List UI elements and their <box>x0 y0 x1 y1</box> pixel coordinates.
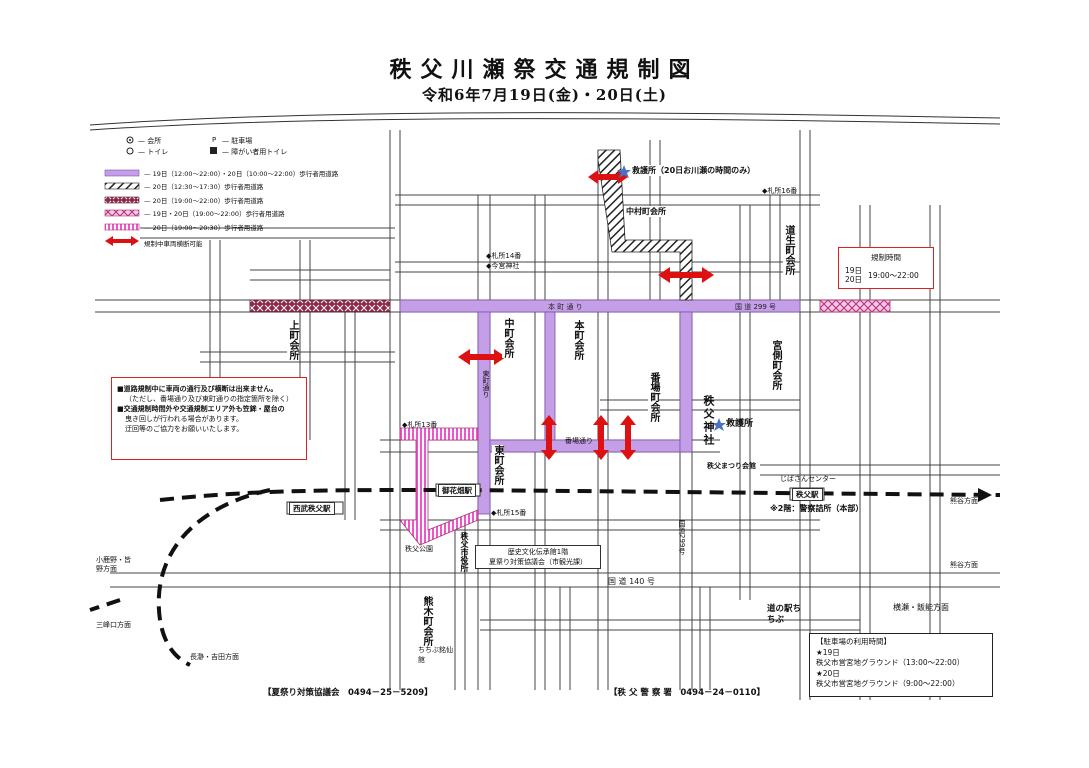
direction-east-2: 熊谷方面 <box>950 561 978 569</box>
history-hall-box: 歴史文化伝承館1階 夏祭り対策協議会（市観光課） <box>475 545 601 569</box>
arrow-4 <box>541 415 557 460</box>
fudasho-16: ◆札所16番 <box>762 187 798 195</box>
hatch-zone <box>597 149 693 301</box>
notice-line-5: 迂回等のご協力をお願いいたします。 <box>125 425 244 433</box>
fudasho-15: ◆札所15番 <box>491 509 527 517</box>
map-title: 秩父川瀬祭交通規制図 <box>389 57 700 83</box>
hall-nakamachi: 中町会所 <box>502 318 513 358</box>
meisenkan: ちちぶ銘仙館 <box>418 646 453 664</box>
direction-mitsumine: 三峰口方面 <box>96 621 131 629</box>
history-hall: 歴史文化伝承館1階 <box>507 548 569 556</box>
notice-line-1: ■道路規制中に車両の通行及び横断は出来ません。 <box>117 385 278 393</box>
map-subtitle: 令和6年7月19日(金)・20日(土) <box>421 86 667 104</box>
chichibu-station: 秩父駅 <box>792 488 823 501</box>
first-aid-1: 救護所（20日お川瀬の時間のみ） <box>632 165 756 176</box>
arrow-5 <box>593 415 609 460</box>
crossing-arrows <box>458 170 714 460</box>
jibasan-center: じばさんセンター <box>780 475 836 483</box>
legend-maroon: — 20日（19:00～22:00）歩行者用道路 <box>144 197 264 205</box>
notice-line-3: ■交通規制時間外や交通規制エリア外も笠鉾・屋台の <box>117 405 285 413</box>
direction-nagatoro: 長瀞・吉田方面 <box>190 653 239 661</box>
callout-title: 規制時間 <box>871 253 901 262</box>
pinkx-zone <box>819 299 891 313</box>
parking-info-box: 【駐車場の利用時間】 ★19日 秩父市営宮地グラウンド（13:00～22:00）… <box>809 633 993 697</box>
notice-line-4: 曳き回しが行われる場合があります。 <box>125 415 243 423</box>
legend-parking: — 駐車場 <box>222 137 253 145</box>
arrow-1 <box>588 170 628 184</box>
city-office: 秩父市役所 <box>460 532 469 572</box>
purple-zone-higashimachi <box>477 311 491 515</box>
arrow-3 <box>458 349 506 365</box>
callout-time: 19:00～22:00 <box>868 270 919 280</box>
fudasho-13: ◆札所13番 <box>402 421 438 429</box>
callout-day1: 19日 <box>845 266 863 275</box>
maroon-zone <box>249 299 391 313</box>
svg-text:国 道 140 号: 国 道 140 号 <box>608 576 655 586</box>
ohanabatake-station: 御花畑駅 <box>438 484 476 497</box>
legend-pinkstripe: — 20日（19:00～20:30）歩行者用道路 <box>144 224 264 232</box>
hall-miyagawa: 宮側町会所 <box>770 340 781 390</box>
higashimachi-street: 東町通り <box>482 370 490 398</box>
chichibu-park: 秩父公園 <box>405 545 433 553</box>
pinkstripe-zone <box>399 427 479 546</box>
chichibu-shrine: 秩父神社 <box>702 395 715 447</box>
arrow-6 <box>620 415 636 460</box>
chichibu-park-east: 横瀬・飯能方面 <box>893 603 949 612</box>
parking-line-3: ★20日 <box>816 668 840 678</box>
hall-nakamura: 中村町会所 <box>626 206 666 217</box>
parking-line-4: 秩父市営宮地グラウンド（9:00～22:00） <box>816 679 960 688</box>
svg-text:本 町 通 り: 本 町 通 り <box>548 302 583 311</box>
hall-bambamachi: 番場町会所 <box>648 372 659 422</box>
police-post-note: ※2階：警察詰所（本部） <box>770 504 864 513</box>
michinoeki: 道の駅ちちぶ <box>767 604 802 625</box>
direction-east-1: 熊谷方面 <box>950 497 978 505</box>
contact-council: 【夏祭り対策協議会 0494－25－5209】 <box>263 688 433 698</box>
callout-day2: 20日 <box>845 275 863 284</box>
fudasho-14: ◆札所14番 <box>486 252 522 260</box>
legend-pinkx: — 19日・20日（19:00～22:00）歩行者用道路 <box>144 210 285 218</box>
legend-toilet: — トイレ <box>138 148 169 156</box>
parking-line-2: 秩父市営宮地グラウンド（13:00～22:00） <box>816 658 965 667</box>
notice-line-2: （ただし、番場通り及び東町通りの指定箇所を除く） <box>125 395 293 403</box>
matsuri-kaikan: 秩父まつり会館 <box>707 462 756 470</box>
legend-accessible-toilet: — 障がい者用トイレ <box>222 148 288 156</box>
svg-text:P: P <box>212 136 216 144</box>
direction-ogano: 小鹿野・皆野方面 <box>96 556 131 573</box>
legend-swatches: P <box>104 136 217 246</box>
history-hall-council: 夏祭り対策協議会（市観光課） <box>489 558 587 566</box>
bamba-street: 番場通り <box>565 437 593 445</box>
hall-kamimachi: 上町会所 <box>287 320 298 360</box>
hall-kumagimachi: 熊木町会所 <box>421 596 432 646</box>
notice-box: ■道路規制中に車両の通行及び横断は出来ません。 （ただし、番場通り及び東町通りの… <box>111 377 307 460</box>
hall-michiikimachi: 道生町会所 <box>783 225 794 275</box>
legend-purple: — 19日（12:00～22:00）・20日（10:00～22:00）歩行者用道… <box>144 170 339 178</box>
purple-zone-honmachi <box>399 299 801 313</box>
arrow-2 <box>658 267 714 283</box>
railway-seibu <box>156 488 271 667</box>
first-aid-2: 救護所 <box>726 419 754 429</box>
hall-motomachi: 本町会所 <box>572 320 583 360</box>
seibu-chichibu-station: 西武秩父駅 <box>289 502 335 515</box>
railway-chichibu <box>159 488 1001 502</box>
imamiya-shrine: ◆今宮神社 <box>486 262 520 270</box>
legend-hatch: — 20日（12:30～17:30）歩行者用道路 <box>144 183 264 191</box>
parking-line-1: ★19日 <box>816 647 840 657</box>
svg-text:国 道 299 号: 国 道 299 号 <box>735 302 776 311</box>
legend-arrow: 規制中車両横断可能 <box>144 240 203 248</box>
regulation-time-callout: 規制時間 19日 20日 19:00～22:00 <box>838 247 934 289</box>
parking-title: 【駐車場の利用時間】 <box>816 637 891 646</box>
hall-higashimachi: 東町会所 <box>492 445 503 485</box>
legend-kaisho: — 会所 <box>138 137 162 145</box>
contact-police: 【秩 父 警 察 署 0494－24－0110】 <box>609 688 765 698</box>
route-299-label: 国道299号 <box>678 520 686 555</box>
purple-zone-east <box>679 311 693 453</box>
